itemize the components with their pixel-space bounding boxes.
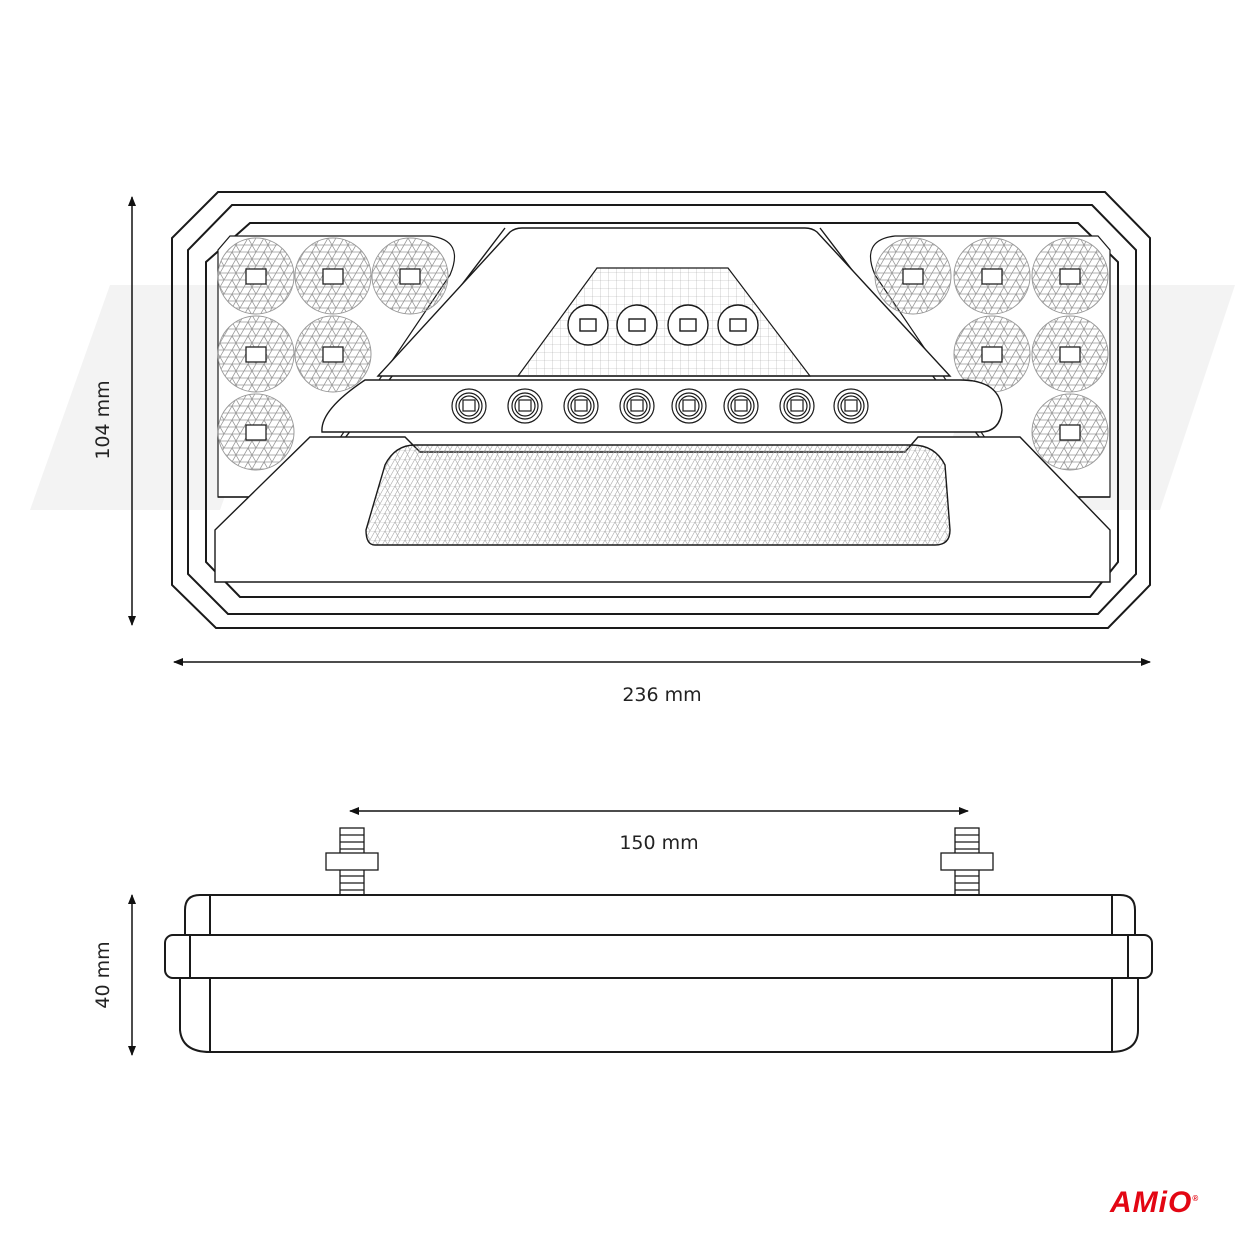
housing-rim <box>187 204 1137 615</box>
upper-grid-panel <box>516 267 812 377</box>
led-chip <box>462 399 476 412</box>
stud-spacing-label: 150 mm <box>619 832 699 854</box>
led-chip <box>734 399 748 412</box>
led-chip <box>630 399 644 412</box>
outer-housing <box>171 191 1151 629</box>
stud-right <box>940 827 994 896</box>
stud-left <box>325 827 379 896</box>
flange <box>164 934 1153 979</box>
side-view <box>164 827 1153 1053</box>
front-view <box>171 191 1151 629</box>
upper-leds <box>567 304 759 346</box>
led-chip <box>790 399 804 412</box>
brand-logo: AMiO® <box>1110 1186 1200 1219</box>
width-label: 236 mm <box>622 684 702 706</box>
led-chip <box>682 399 696 412</box>
led-chip <box>574 399 588 412</box>
height-label: 104 mm <box>92 380 114 460</box>
led-chip <box>844 399 858 412</box>
reflector <box>365 444 951 546</box>
middle-bar <box>321 379 1003 433</box>
depth-label: 40 mm <box>92 941 114 1009</box>
led-chip <box>518 399 532 412</box>
logo-text: AMiO <box>1110 1186 1193 1219</box>
dimension-lines <box>128 196 1151 1056</box>
middle-leds <box>451 388 869 424</box>
